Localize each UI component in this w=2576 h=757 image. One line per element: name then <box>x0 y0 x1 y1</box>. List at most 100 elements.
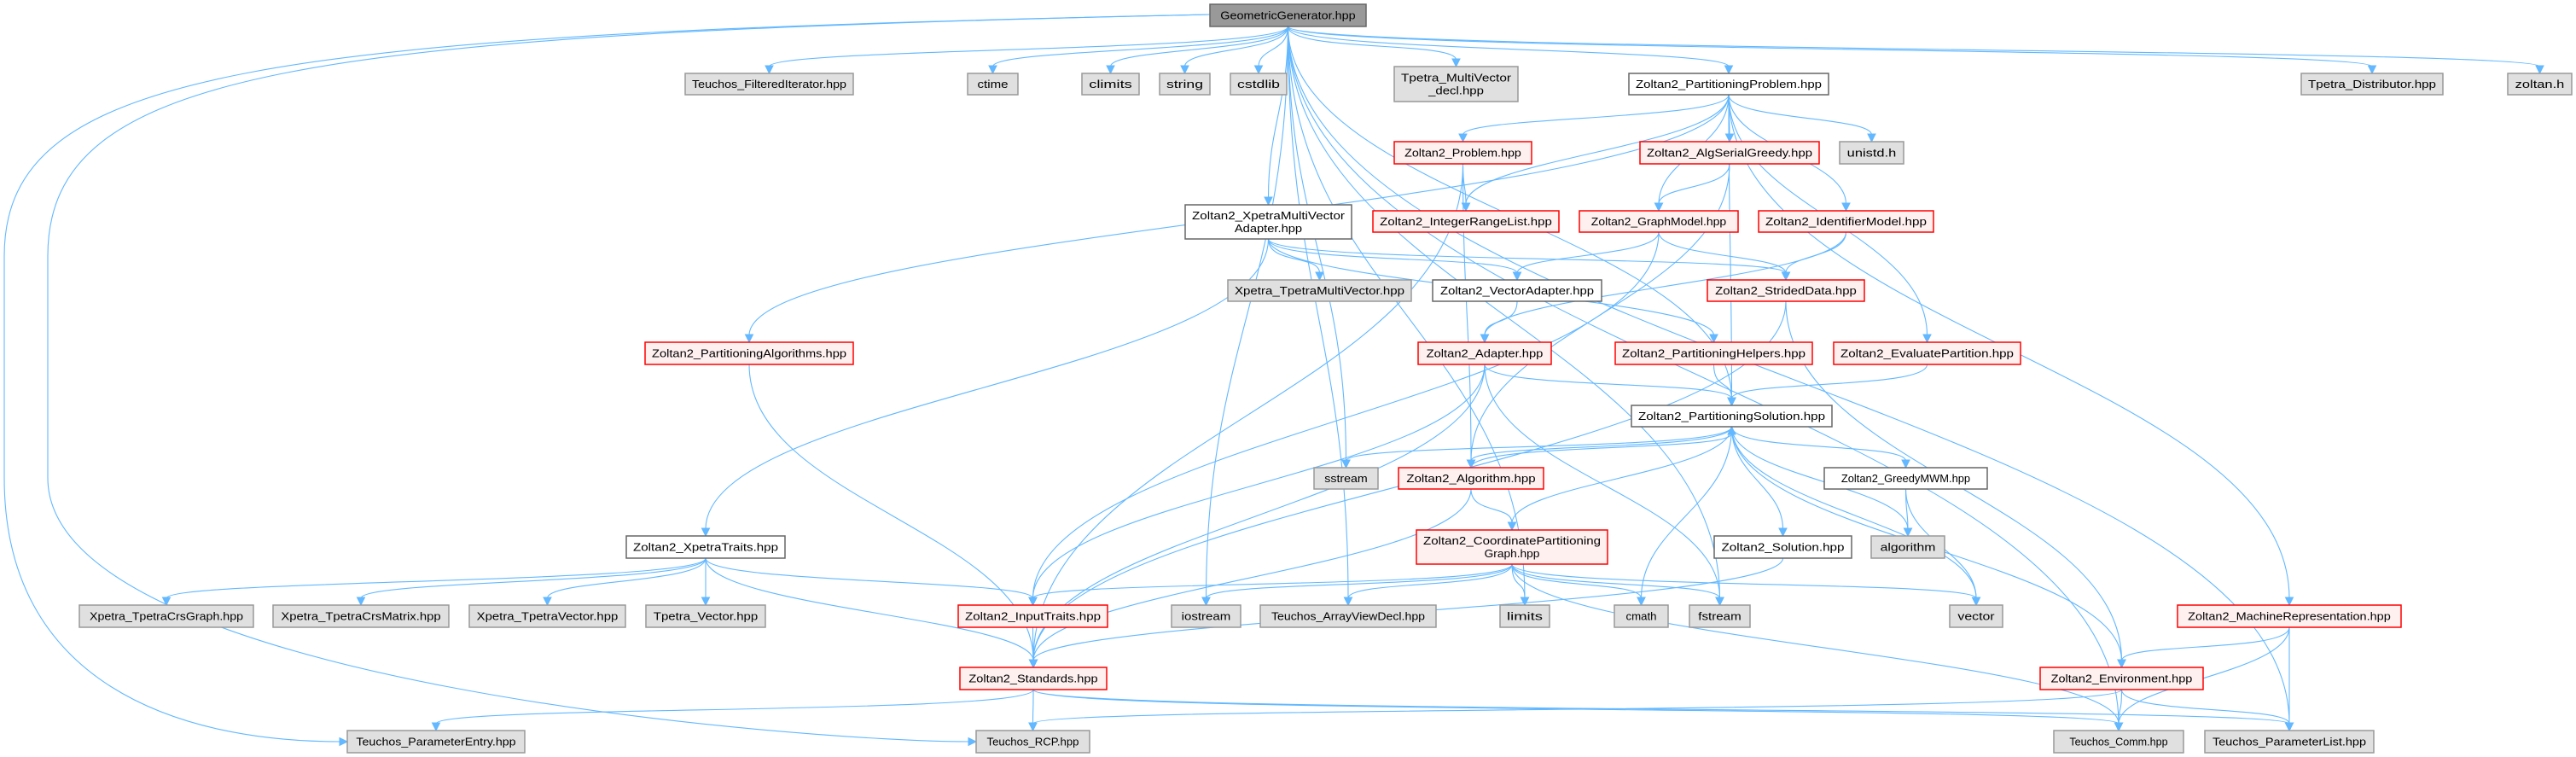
arrowhead-icon <box>1781 271 1791 282</box>
edge-xpetra-traits-to-input-traits <box>705 557 1034 599</box>
node-box <box>1259 604 1437 628</box>
node-unistd-h[interactable]: unistd.h <box>1839 141 1904 165</box>
node-vector-adapter[interactable]: Zoltan2_VectorAdapter.hpp <box>1432 279 1602 302</box>
node-solution[interactable]: Zoltan2_Solution.hpp <box>1713 535 1852 559</box>
node-box <box>1499 604 1550 628</box>
node-box <box>1230 73 1288 96</box>
node-xpetra-tpetra-vector[interactable]: Xpetra_TpetraVector.hpp <box>468 604 626 628</box>
node-sstream[interactable]: sstream <box>1313 467 1379 490</box>
node-teuchos-parameter-list[interactable]: Teuchos_ParameterList.hpp <box>2204 730 2375 754</box>
edge-standards-to-teuchos-parameter-list <box>1032 689 2290 725</box>
edge-coord-part-graph-to-teuchos-array-view-decl <box>1347 563 1513 599</box>
node-teuchos-comm[interactable]: Teuchos_Comm.hpp <box>2053 730 2184 754</box>
node-string[interactable]: string <box>1159 73 1211 96</box>
node-teuchos-rcp[interactable]: Teuchos_RCP.hpp <box>975 730 1090 754</box>
node-zoltan-h[interactable]: zoltan.h <box>2507 73 2573 96</box>
edge-partitioning-solution-to-greedy-mwm <box>1730 426 1907 462</box>
node-box <box>2204 730 2375 754</box>
node-xpetra-tpetra-crs-graph[interactable]: Xpetra_TpetraCrsGraph.hpp <box>79 604 254 628</box>
node-box <box>1628 73 1829 96</box>
node-machine-representation[interactable]: Zoltan2_MachineRepresentation.hpp <box>2177 604 2402 628</box>
node-teuchos-array-view-decl[interactable]: Teuchos_ArrayViewDecl.hpp <box>1259 604 1437 628</box>
node-cmath[interactable]: cmath <box>1614 604 1669 628</box>
node-environment[interactable]: Zoltan2_Environment.hpp <box>2039 667 2204 690</box>
node-strided-data[interactable]: Zoltan2_StridedData.hpp <box>1707 279 1865 302</box>
edge-adapter-to-input-traits <box>1032 364 1486 599</box>
node-algorithm-hpp[interactable]: Zoltan2_Algorithm.hpp <box>1398 467 1544 490</box>
node-label: Zoltan2_AlgSerialGreedy.hpp <box>1647 148 1812 160</box>
node-geometric-generator[interactable]: GeometricGenerator.hpp <box>1209 3 1367 27</box>
edge-coord-part-graph-to-fstream <box>1511 563 1721 599</box>
node-box <box>1614 604 1669 628</box>
node-label: Tpetra_Distributor.hpp <box>2308 79 2436 90</box>
node-partitioning-helpers[interactable]: Zoltan2_PartitioningHelpers.hpp <box>1614 341 1813 365</box>
node-box <box>1416 529 1608 565</box>
node-vector[interactable]: vector <box>1949 604 2003 628</box>
node-box <box>1689 604 1751 628</box>
node-box <box>1432 279 1602 302</box>
arrowhead-icon <box>1341 459 1351 469</box>
node-label: Zoltan2_MachineRepresentation.hpp <box>2188 611 2391 623</box>
edge-partitioning-problem-to-unistd-h <box>1728 94 1873 136</box>
node-box <box>1184 204 1352 240</box>
node-label: cstdlib <box>1237 79 1280 90</box>
node-label: Zoltan2_IdentifierModel.hpp <box>1765 216 1927 228</box>
node-greedy-mwm[interactable]: Zoltan2_GreedyMWM.hpp <box>1823 467 1988 490</box>
node-tpetra-distributor[interactable]: Tpetra_Distributor.hpp <box>2300 73 2444 96</box>
node-tpetra-multivector-decl[interactable]: Tpetra_MultiVector_decl.hpp <box>1393 66 1519 102</box>
arrowhead-icon <box>431 722 441 732</box>
edge-partitioning-solution-to-algorithm-std <box>1730 426 1909 530</box>
node-box <box>684 73 854 96</box>
node-box <box>1159 73 1211 96</box>
node-integer-range-list[interactable]: Zoltan2_IntegerRangeList.hpp <box>1372 210 1560 233</box>
node-teuchos-filtered-iterator[interactable]: Teuchos_FilteredIterator.hpp <box>684 73 854 96</box>
node-box <box>644 341 854 365</box>
node-adapter[interactable]: Zoltan2_Adapter.hpp <box>1417 341 1552 365</box>
arrowhead-icon <box>1315 271 1324 282</box>
node-partitioning-problem[interactable]: Zoltan2_PartitioningProblem.hpp <box>1628 73 1829 96</box>
node-xpetra-tpetra-multivector[interactable]: Xpetra_TpetraMultiVector.hpp <box>1227 279 1412 302</box>
node-algorithm-std[interactable]: algorithm <box>1870 535 1945 559</box>
edge-input-traits-to-standards <box>1032 626 1034 661</box>
node-label: zoltan.h <box>2515 79 2565 90</box>
edge-partitioning-helpers-to-partitioning-solution <box>1712 364 1733 399</box>
node-tpetra-vector[interactable]: Tpetra_Vector.hpp <box>645 604 766 628</box>
node-box <box>1227 279 1412 302</box>
node-partitioning-solution[interactable]: Zoltan2_PartitioningSolution.hpp <box>1631 405 1833 428</box>
node-fstream[interactable]: fstream <box>1689 604 1751 628</box>
node-label: Zoltan2_InputTraits.hpp <box>965 611 1101 623</box>
node-standards[interactable]: Zoltan2_Standards.hpp <box>959 667 1108 690</box>
edge-partitioning-solution-to-coord-part-graph <box>1511 426 1733 524</box>
node-label: Xpetra_TpetraVector.hpp <box>477 611 619 623</box>
node-teuchos-parameter-entry[interactable]: Teuchos_ParameterEntry.hpp <box>346 730 526 754</box>
arrowhead-icon <box>988 65 997 75</box>
node-evaluate-partition[interactable]: Zoltan2_EvaluatePartition.hpp <box>1833 341 2021 365</box>
edge-algorithm-hpp-to-partitioning-solution <box>1470 433 1733 469</box>
node-cstdlib[interactable]: cstdlib <box>1230 73 1288 96</box>
node-input-traits[interactable]: Zoltan2_InputTraits.hpp <box>957 604 1108 628</box>
edge-xpetra-mv-adapter-to-xpetra-tpetra-multivector <box>1267 238 1321 274</box>
node-identifier-model[interactable]: Zoltan2_IdentifierModel.hpp <box>1758 210 1934 233</box>
edge-alg-serial-greedy-to-graph-model <box>1658 163 1730 205</box>
node-xpetra-tpetra-crs-matrix[interactable]: Xpetra_TpetraCrsMatrix.hpp <box>272 604 450 628</box>
node-xpetra-traits[interactable]: Zoltan2_XpetraTraits.hpp <box>625 535 786 559</box>
node-label: Zoltan2_Algorithm.hpp <box>1406 473 1535 485</box>
node-iostream[interactable]: iostream <box>1171 604 1241 628</box>
node-partitioning-algorithms[interactable]: Zoltan2_PartitioningAlgorithms.hpp <box>644 341 854 365</box>
node-box <box>1839 141 1904 165</box>
node-ctime[interactable]: ctime <box>967 73 1019 96</box>
node-graph-model[interactable]: Zoltan2_GraphModel.hpp <box>1579 210 1739 233</box>
node-alg-serial-greedy[interactable]: Zoltan2_AlgSerialGreedy.hpp <box>1639 141 1820 165</box>
node-limits[interactable]: limits <box>1499 604 1550 628</box>
arrowhead-icon <box>1654 202 1664 213</box>
node-label: Teuchos_ParameterList.hpp <box>2213 737 2366 748</box>
arrowhead-icon <box>356 597 366 607</box>
node-box <box>2039 667 2204 690</box>
node-climits[interactable]: climits <box>1081 73 1140 96</box>
edge-geometric-generator-to-iostream <box>1205 26 1289 599</box>
edge-xpetra-mv-adapter-to-vector-adapter <box>1267 238 1518 274</box>
node-box <box>1209 3 1367 27</box>
node-problem[interactable]: Zoltan2_Problem.hpp <box>1393 141 1532 165</box>
